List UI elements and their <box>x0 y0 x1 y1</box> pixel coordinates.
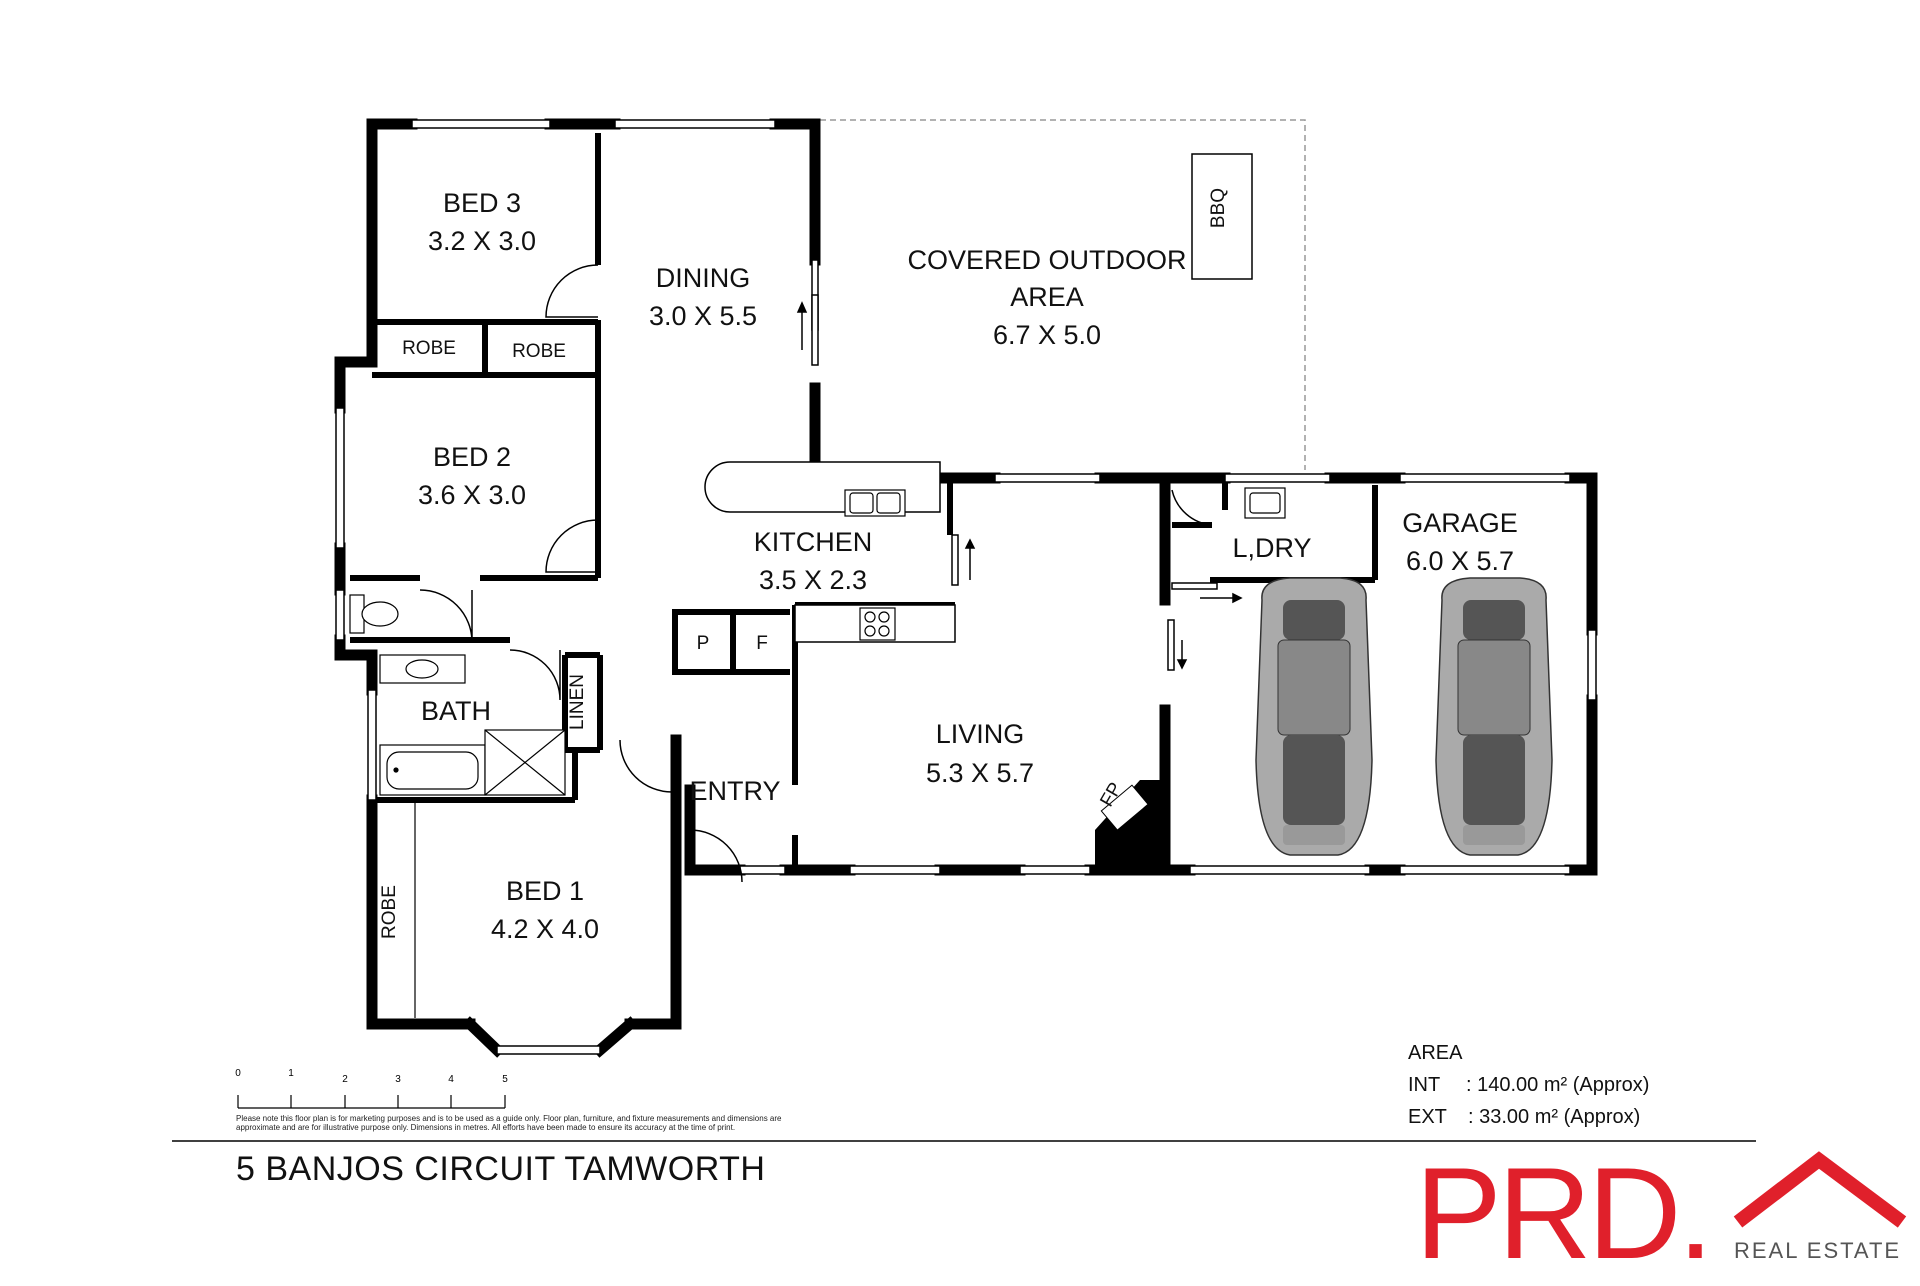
dining-dims: 3.0 X 5.5 <box>649 301 757 331</box>
area-ext-value: : 33.00 m² (Approx) <box>1468 1106 1641 1128</box>
kitchen-dims: 3.5 X 2.3 <box>759 565 867 595</box>
sliding-doors <box>811 259 1218 671</box>
bed1-dims: 4.2 X 4.0 <box>491 914 599 944</box>
shower-icon <box>484 729 566 796</box>
linen-label: LINEN <box>567 674 588 730</box>
fridge-label: F <box>756 633 768 654</box>
car-icon-right <box>1435 577 1553 856</box>
disclaimer-text: Please note this floor plan is for marke… <box>236 1114 782 1132</box>
cooktop-icon <box>859 607 896 641</box>
arrows <box>796 301 1243 670</box>
scale-bar <box>237 1095 506 1109</box>
area-int-label: INT <box>1408 1074 1441 1096</box>
scale-tick-4: 4 <box>448 1074 454 1085</box>
scale-ticks: 0 1 2 3 4 5 <box>235 1068 508 1085</box>
bath-label: BATH <box>421 696 491 726</box>
scale-tick-0: 0 <box>235 1068 241 1079</box>
door-swings <box>419 264 1213 883</box>
bed3-dims: 3.2 X 3.0 <box>428 226 536 256</box>
car-icon-left <box>1255 577 1373 856</box>
entry-label: ENTRY <box>689 776 780 806</box>
living-label: LIVING <box>936 719 1025 749</box>
windows <box>335 119 1597 1055</box>
brand-logo-subtitle: REAL ESTATE <box>1734 1238 1902 1263</box>
area-title: AREA <box>1408 1042 1463 1064</box>
brand-logo-text: PRD. <box>1415 1140 1714 1286</box>
vanity-icon <box>379 654 466 684</box>
toilet-icon <box>349 594 399 634</box>
property-address: 5 BANJOS CIRCUIT TAMWORTH <box>236 1150 766 1188</box>
living-dims: 5.3 X 5.7 <box>926 758 1034 788</box>
outdoor-label-2: AREA <box>1010 282 1084 312</box>
pantry-fridge-boxes <box>672 609 736 675</box>
bbq-unit <box>1191 153 1253 280</box>
scale-tick-5: 5 <box>502 1074 508 1085</box>
bed1-label: BED 1 <box>506 876 584 906</box>
pantry-label: P <box>697 633 710 654</box>
exterior-walls <box>334 118 1598 1058</box>
bbq-label: BBQ <box>1208 188 1229 228</box>
scale-tick-1: 1 <box>288 1068 294 1079</box>
area-ext-label: EXT <box>1408 1106 1447 1128</box>
bed3-label: BED 3 <box>443 188 521 218</box>
area-int-value: : 140.00 m² (Approx) <box>1466 1074 1650 1096</box>
robe-label-a: ROBE <box>402 338 456 359</box>
kitchen-label: KITCHEN <box>754 527 873 557</box>
scale-tick-2: 2 <box>342 1074 348 1085</box>
garage-label: GARAGE <box>1402 508 1518 538</box>
outdoor-dims: 6.7 X 5.0 <box>993 320 1101 350</box>
garage-dims: 6.0 X 5.7 <box>1406 546 1514 576</box>
outdoor-label-1: COVERED OUTDOOR <box>907 245 1186 275</box>
bathtub-icon <box>379 744 486 796</box>
robe-label-b: ROBE <box>512 341 566 362</box>
logo-roof-icon <box>1733 1151 1907 1228</box>
dining-label: DINING <box>656 263 751 293</box>
bed2-label: BED 2 <box>433 442 511 472</box>
laundry-tub-icon <box>1244 487 1286 519</box>
scale-tick-3: 3 <box>395 1074 401 1085</box>
kitchen-sink-icon <box>844 489 906 517</box>
fireplace-hearth <box>1100 784 1149 831</box>
laundry-label: L,DRY <box>1232 533 1311 563</box>
robe-label-c: ROBE <box>379 885 400 939</box>
bed2-dims: 3.6 X 3.0 <box>418 480 526 510</box>
outdoor-dashed-boundary <box>820 119 1306 470</box>
